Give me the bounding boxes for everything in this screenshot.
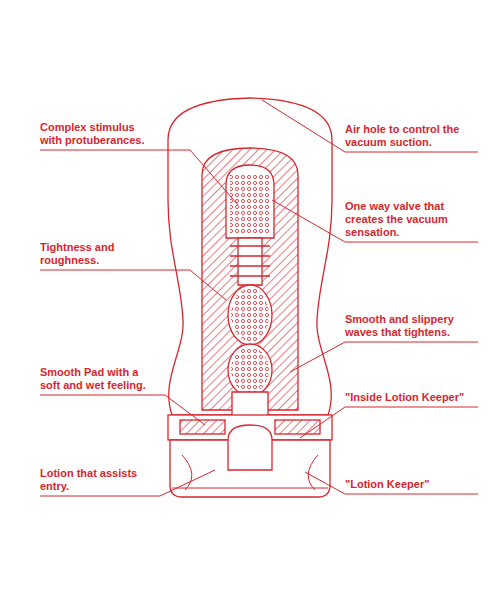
callout-label: One way valve that creates the vacuum se…	[345, 200, 477, 239]
callout-label: Smooth and slippery waves that tightens.	[345, 313, 477, 339]
leader-lines	[40, 100, 478, 496]
outer-shell	[168, 98, 332, 415]
callout-label: "Inside Lotion Keeper"	[345, 391, 477, 404]
callout-label: Complex stimulus with protuberances.	[40, 121, 158, 147]
callout-label: Lotion that assists entry.	[40, 467, 158, 493]
upper-bulb	[228, 285, 272, 345]
inner-sleeve	[202, 148, 298, 410]
upper-chamber	[226, 165, 274, 238]
callout-label: Air hole to control the vacuum suction.	[345, 123, 477, 149]
rib-lines	[230, 246, 270, 276]
rib-section	[238, 238, 262, 285]
callout-label: Smooth Pad with a soft and wet feeling.	[40, 366, 158, 392]
callout-label: "Lotion Keeper"	[345, 478, 477, 491]
lower-bulb	[228, 344, 272, 396]
callout-label: Tightness and roughness.	[40, 241, 158, 267]
cap-opening	[228, 425, 272, 470]
